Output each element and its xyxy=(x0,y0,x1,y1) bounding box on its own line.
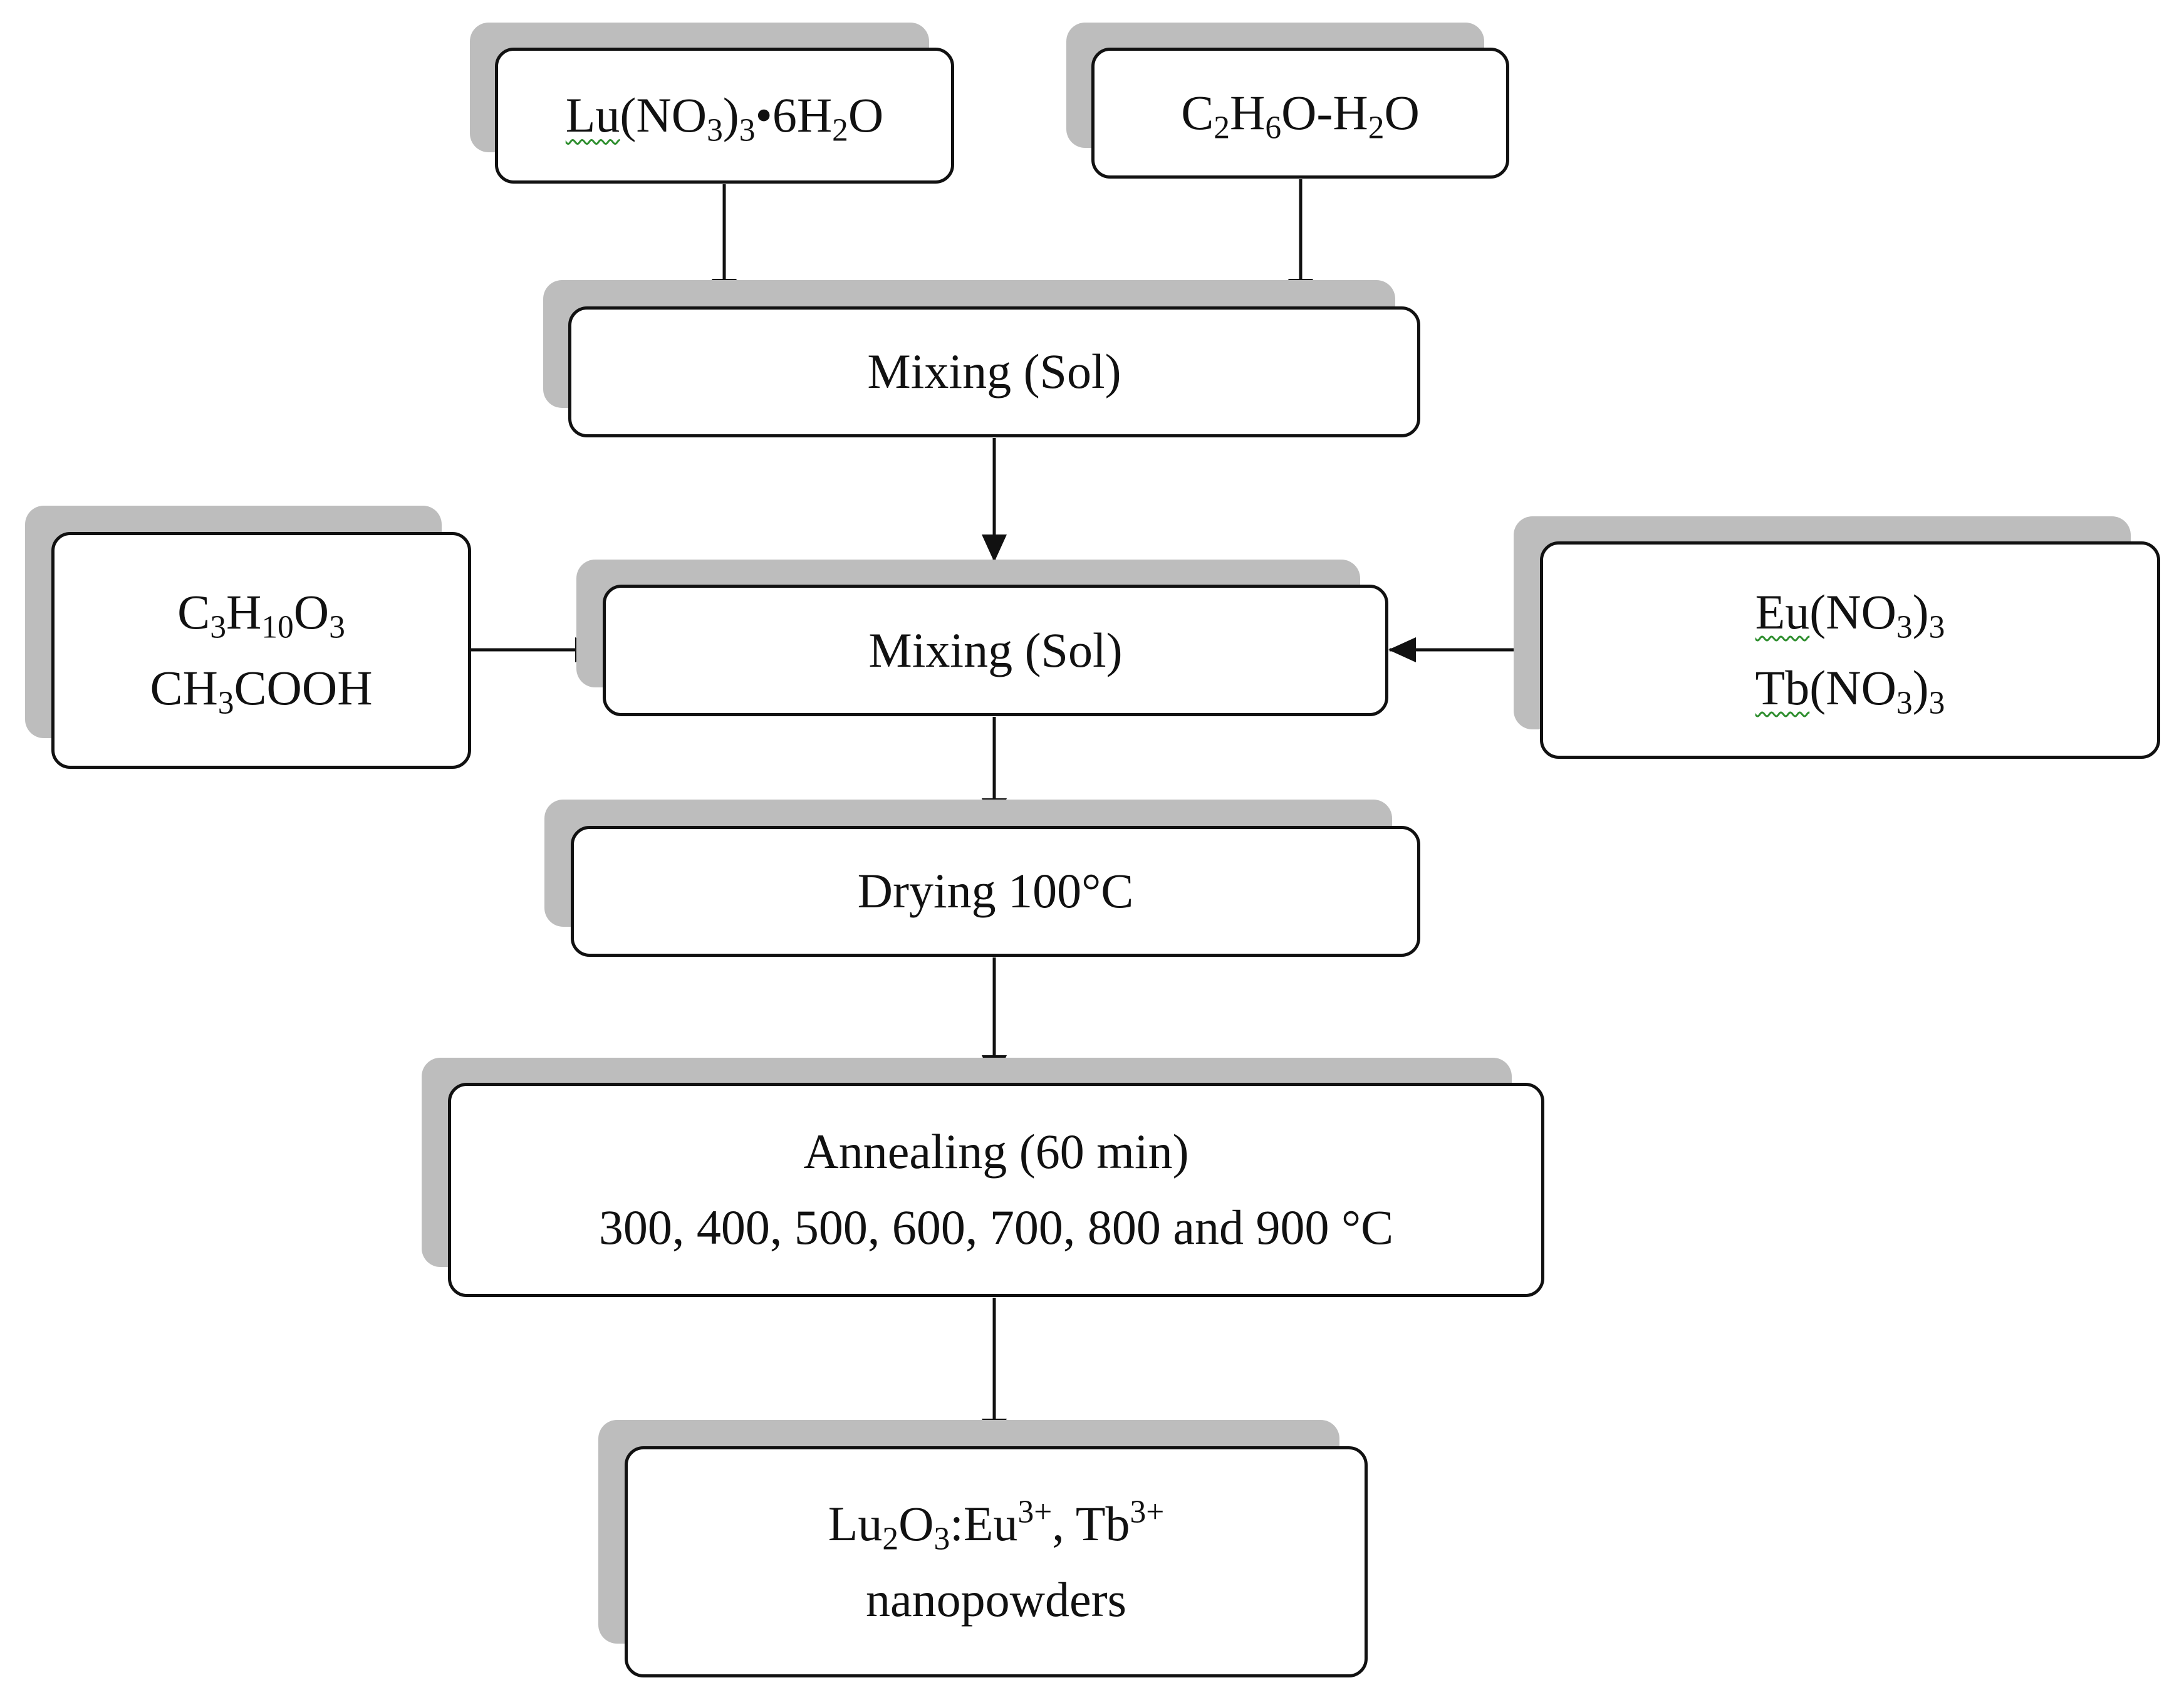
node-label-line: Eu(NO3)3 xyxy=(1755,575,1945,650)
node-label-line: C2H6O-H2O xyxy=(1181,75,1420,151)
label-text: 300, 400, 500, 600, 700, 800 and 900 °C xyxy=(598,1200,1394,1254)
label-text: Mixing (Sol) xyxy=(868,622,1123,677)
label-text: O xyxy=(898,1496,934,1551)
label-text: Lu xyxy=(565,88,620,143)
label-text: O xyxy=(848,88,884,143)
label-text: 3 xyxy=(210,609,226,645)
node-lu-nitrate: Lu(NO3)3•6H2O xyxy=(495,48,954,184)
label-text: 2 xyxy=(1214,110,1230,146)
node-label-line: Lu(NO3)3•6H2O xyxy=(566,78,883,154)
label-text: 2 xyxy=(882,1521,899,1557)
label-text: O xyxy=(1384,85,1420,140)
node-label-line: Tb(NO3)3 xyxy=(1755,650,1945,726)
label-text: C xyxy=(177,585,211,640)
label-text: 10 xyxy=(261,609,294,645)
label-text: Tb xyxy=(1755,660,1810,715)
label-text: C xyxy=(1181,85,1214,140)
label-text: 3 xyxy=(329,609,345,645)
node-ethanol-water: C2H6O-H2O xyxy=(1091,48,1509,179)
label-text: 3+ xyxy=(1017,1494,1053,1530)
node-label-line: Drying 100°C xyxy=(858,853,1134,929)
label-text: 3 xyxy=(217,685,234,721)
node-label-line: Mixing (Sol) xyxy=(868,613,1122,689)
label-text: CH xyxy=(150,660,218,715)
node-label-line: nanopowders xyxy=(866,1562,1126,1638)
node-label-line: CH3COOH xyxy=(150,650,372,726)
node-label-line: 300, 400, 500, 600, 700, 800 and 900 °C xyxy=(599,1190,1393,1266)
label-text: COOH xyxy=(234,660,373,715)
label-text: , Tb xyxy=(1052,1496,1130,1551)
label-text: Annealing (60 min) xyxy=(803,1124,1189,1179)
label-text: 3 xyxy=(933,1521,950,1557)
label-text: 3 xyxy=(1928,609,1945,645)
label-text: Eu xyxy=(1755,584,1810,639)
label-text: (NO xyxy=(1809,660,1896,715)
label-text: 3 xyxy=(707,112,723,149)
label-text: O-H xyxy=(1281,85,1368,140)
label-text: H xyxy=(226,585,262,640)
label-text: 3 xyxy=(1896,684,1913,721)
label-text: Drying 100°C xyxy=(857,863,1134,919)
node-label-line: Annealing (60 min) xyxy=(803,1114,1188,1190)
label-text: 3+ xyxy=(1130,1494,1165,1530)
node-product: Lu2O3:Eu3+, Tb3+nanopowders xyxy=(625,1446,1368,1677)
label-text: 2 xyxy=(832,112,848,149)
label-text: ) xyxy=(1912,660,1929,715)
label-text: 3 xyxy=(1896,609,1913,645)
label-text: 3 xyxy=(739,112,756,149)
node-label-line: Lu2O3:Eu3+, Tb3+ xyxy=(828,1486,1165,1562)
label-text: •6H xyxy=(755,88,833,143)
node-label-line: C3H10O3 xyxy=(177,575,345,650)
label-text: ) xyxy=(1912,584,1929,639)
label-text: O xyxy=(293,585,330,640)
label-text: 2 xyxy=(1368,110,1385,146)
label-text: :Eu xyxy=(950,1496,1018,1551)
label-text: nanopowders xyxy=(866,1572,1126,1627)
label-text: Mixing (Sol) xyxy=(867,344,1121,399)
label-text: 3 xyxy=(1928,684,1945,721)
label-text: (NO xyxy=(620,88,707,143)
node-drying: Drying 100°C xyxy=(571,826,1420,957)
label-text: (NO xyxy=(1809,584,1896,639)
label-text: H xyxy=(1229,85,1266,140)
node-label-line: Mixing (Sol) xyxy=(867,334,1121,410)
node-mixing-sol-1: Mixing (Sol) xyxy=(568,306,1420,437)
node-annealing: Annealing (60 min) 300, 400, 500, 600, 70… xyxy=(448,1083,1544,1297)
label-text: 6 xyxy=(1265,110,1282,146)
label-text: ) xyxy=(722,88,739,143)
node-mixing-sol-2: Mixing (Sol) xyxy=(603,585,1388,716)
label-text: Lu xyxy=(828,1496,883,1551)
